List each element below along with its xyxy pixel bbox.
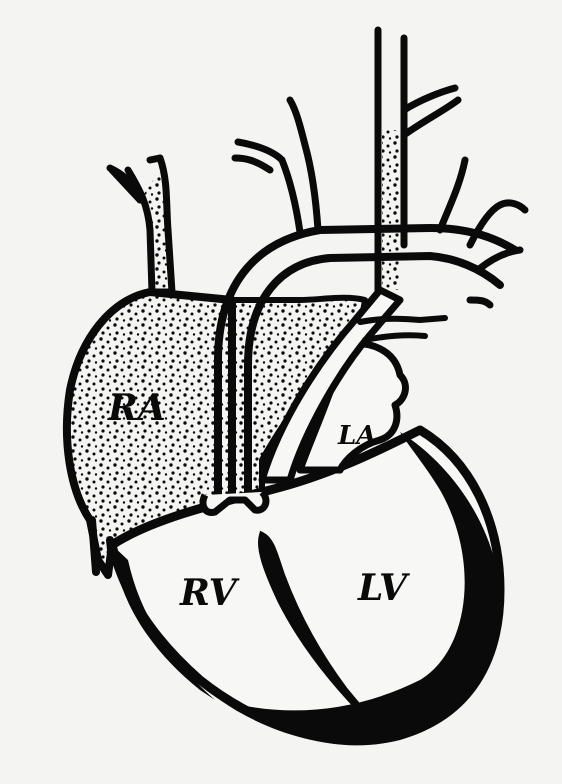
label-ra: RA — [107, 387, 166, 429]
label-lv: LV — [357, 567, 410, 609]
label-la: LA — [337, 421, 376, 451]
label-rv: RV — [179, 572, 240, 614]
ductus-lumen — [382, 130, 400, 290]
